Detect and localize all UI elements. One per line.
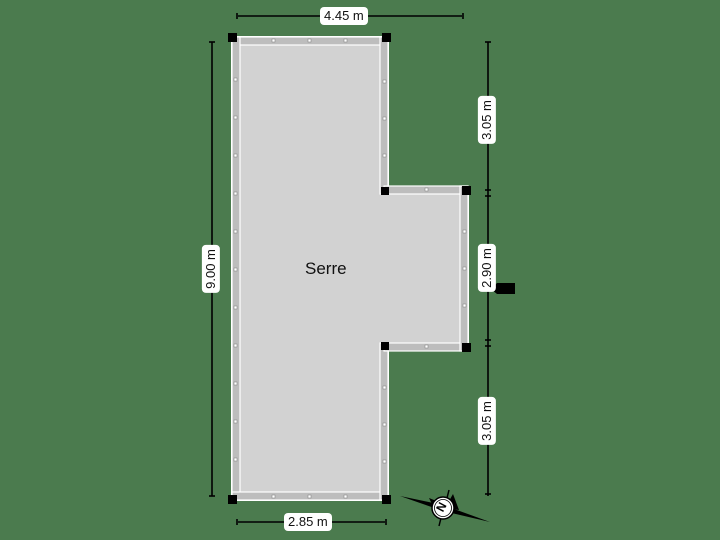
room-serre[interactable] — [231, 36, 469, 501]
dimension-top-width: 4.45 m — [320, 7, 368, 25]
dimension-right-upper: 3.05 m — [477, 96, 496, 144]
dimension-right-middle: 2.90 m — [477, 244, 496, 292]
dimension-bottom-width: 2.85 m — [284, 513, 332, 531]
dimension-left-height: 9.00 m — [201, 245, 220, 293]
room-label: Serre — [305, 259, 347, 278]
wall-rivets — [233, 38, 467, 499]
dimension-right-lower: 3.05 m — [477, 397, 496, 445]
corner-posts — [228, 33, 471, 504]
compass-rose-icon[interactable] — [400, 489, 490, 527]
